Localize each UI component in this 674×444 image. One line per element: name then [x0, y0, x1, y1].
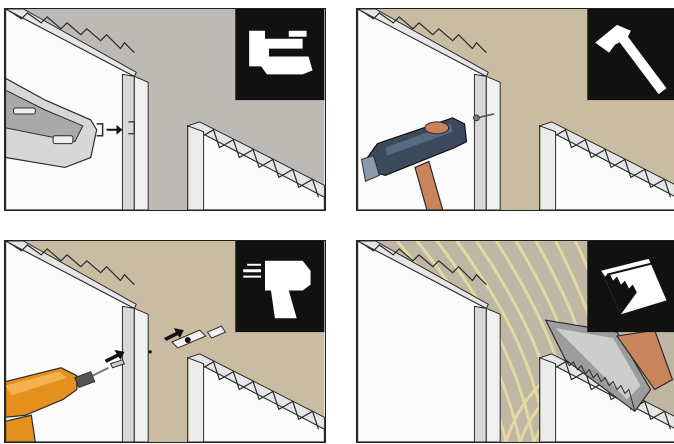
panel-screwing: [4, 240, 326, 443]
panel-gluing: [356, 240, 674, 443]
hammer-icon: [587, 9, 674, 100]
drill-icon: [235, 241, 324, 332]
screwing-illustration: [5, 241, 325, 442]
gluing-illustration: [357, 241, 674, 442]
panel-stapling: [4, 8, 326, 211]
panel-nailing: [356, 8, 674, 211]
notched-trowel-icon: [587, 241, 674, 332]
nailing-illustration: [357, 9, 674, 210]
stapler-icon: [235, 9, 324, 100]
stapling-illustration: [5, 9, 325, 210]
